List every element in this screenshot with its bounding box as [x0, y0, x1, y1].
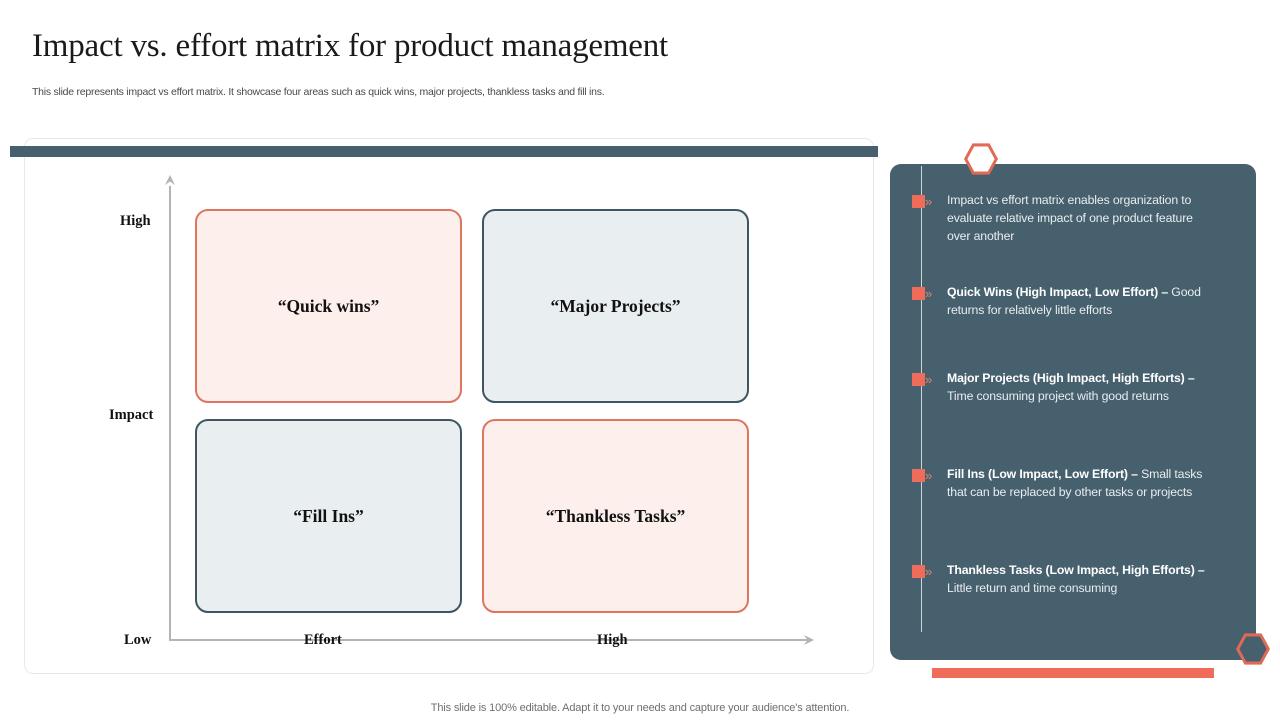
bullet-marker-icon: » — [912, 469, 939, 482]
hexagon-icon-top — [964, 143, 998, 175]
x-axis-high-label: High — [597, 632, 628, 648]
quadrant-major-projects[interactable]: “Major Projects” — [482, 209, 749, 403]
panel-accent-underbar — [932, 668, 1214, 678]
quadrant-thankless-tasks[interactable]: “Thankless Tasks” — [482, 419, 749, 613]
x-axis-low-label: Low — [124, 632, 152, 648]
bullet-marker-icon: » — [912, 565, 939, 578]
panel-timeline-line — [921, 166, 923, 632]
y-axis-high-label: High — [120, 213, 151, 229]
x-axis-line — [169, 639, 809, 641]
x-axis-title: Effort — [304, 632, 342, 648]
info-panel-bullet-list: » Impact vs effort matrix enables organi… — [890, 164, 1256, 660]
list-item[interactable]: » Thankless Tasks (Low Impact, High Effo… — [912, 562, 1214, 598]
y-axis-line — [169, 186, 171, 641]
list-item[interactable]: » Quick Wins (High Impact, Low Effort) –… — [912, 284, 1214, 320]
info-panel — [890, 164, 1256, 660]
bullet-marker-icon: » — [912, 287, 939, 300]
list-item-body: Time consuming project with good returns — [947, 388, 1169, 403]
list-item-body: Good returns for relatively little effor… — [947, 285, 1201, 317]
list-item-heading: Quick Wins (High Impact, Low Effort) – — [947, 285, 1172, 299]
list-item-text: Thankless Tasks (Low Impact, High Effort… — [947, 562, 1214, 598]
bullet-marker-icon: » — [912, 195, 939, 208]
list-item-body: Impact vs effort matrix enables organiza… — [947, 193, 1193, 243]
list-item-heading: Fill Ins (Low Impact, Low Effort) – — [947, 467, 1142, 481]
x-axis-arrow-icon — [804, 635, 814, 645]
y-axis-title: Impact — [109, 407, 154, 423]
list-item[interactable]: » Impact vs effort matrix enables organi… — [912, 192, 1214, 245]
page-subtitle: This slide represents impact vs effort m… — [32, 86, 605, 98]
list-item-body: Little return and time consuming — [947, 580, 1118, 595]
y-axis-arrow-icon — [165, 175, 175, 185]
list-item-heading: Thankless Tasks (Low Impact, High Effort… — [947, 563, 1205, 577]
list-item[interactable]: » Major Projects (High Impact, High Effo… — [912, 370, 1214, 406]
list-item-text: Impact vs effort matrix enables organiza… — [947, 192, 1214, 245]
quadrant-quick-wins[interactable]: “Quick wins” — [195, 209, 462, 403]
list-item-text: Fill Ins (Low Impact, Low Effort) – Smal… — [947, 466, 1214, 502]
quadrant-fill-ins[interactable]: “Fill Ins” — [195, 419, 462, 613]
list-item[interactable]: » Fill Ins (Low Impact, Low Effort) – Sm… — [912, 466, 1214, 502]
list-item-text: Quick Wins (High Impact, Low Effort) – G… — [947, 284, 1214, 320]
page-title: Impact vs. effort matrix for product man… — [32, 28, 669, 64]
list-item-text: Major Projects (High Impact, High Effort… — [947, 370, 1214, 406]
matrix-accent-bar — [10, 146, 878, 157]
bullet-marker-icon: » — [912, 373, 939, 386]
slide-footer-note: This slide is 100% editable. Adapt it to… — [430, 702, 850, 714]
list-item-body: Small tasks that can be replaced by othe… — [947, 467, 1203, 499]
list-item-heading: Major Projects (High Impact, High Effort… — [947, 371, 1195, 385]
impact-effort-matrix: High Impact Low Effort High “Quick wins”… — [24, 138, 874, 674]
